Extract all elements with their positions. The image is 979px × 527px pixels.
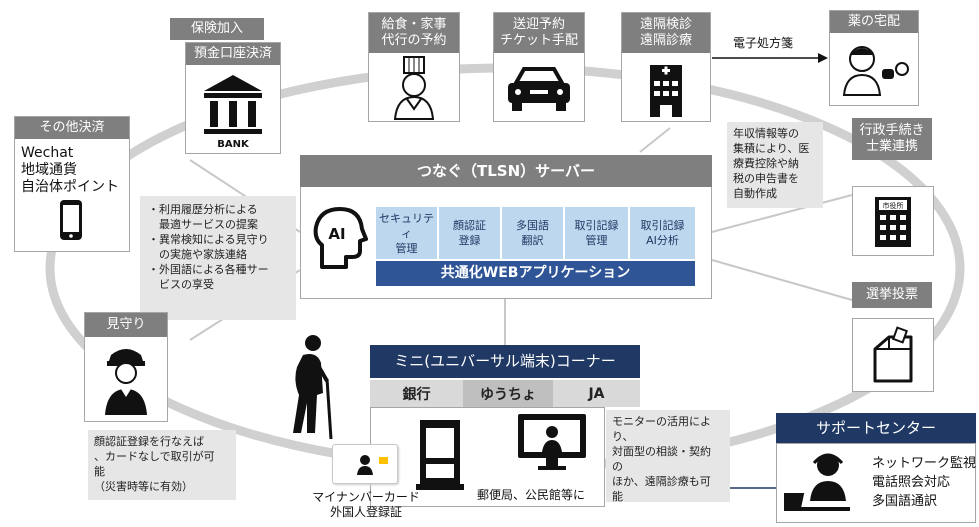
pickup-title: 送迎予約 チケット手配 — [494, 13, 584, 53]
card-label: マイナンバーカード 外国人登録証 — [312, 490, 420, 519]
tab-yucho: ゆうちょ — [463, 380, 553, 407]
features-line: 最適サービスの提案 — [148, 218, 258, 231]
election-title: 選挙投票 — [852, 282, 932, 308]
admin-title: 行政手続き 士業連携 — [852, 118, 932, 160]
city-hall-label: 市役所 — [883, 201, 904, 210]
meal-card: 給食・家事 代行の予約 — [368, 12, 460, 122]
support-item: ネットワーク監視 — [872, 456, 977, 471]
pickup-card: 送迎予約 チケット手配 — [493, 12, 585, 122]
insurance-tab: 保険加入 — [170, 18, 264, 40]
tab-ja: JA — [553, 380, 640, 407]
corner-location: 郵便局、公民館等に — [477, 488, 586, 502]
server-title: つなぐ（TLSN）サーバー — [300, 155, 712, 187]
hospital-icon — [650, 65, 682, 117]
bank-title: 預金口座決済 — [186, 43, 280, 65]
support-title: サポートセンター — [776, 413, 976, 443]
bank-card: 預金口座決済 BANK — [185, 42, 281, 154]
service-transaction-ai: 取引記録 AI分析 — [630, 207, 695, 259]
ballot-box-icon — [873, 326, 913, 383]
other-payment-title: その他決済 — [15, 117, 129, 139]
features-note: ・利用履歴分析による 最適サービスの提案 ・異常検知による見守り の実施や家族連… — [140, 196, 296, 320]
monitor-note: モニターの活用により、 対面型の相談・契約 の ほか、遠隔診療も可 能 — [606, 410, 730, 503]
bank-icon: BANK — [204, 75, 262, 150]
support-item: 電話照会対応 — [872, 475, 951, 490]
face-auth-note: 顔認証登録を行なえば 、カードなしで取引が可 能 （災害時等に有効） — [88, 430, 236, 500]
features-line: ・異常検知による見守り — [148, 233, 269, 246]
video-monitor-icon — [518, 414, 586, 470]
ai-head-icon: AI — [313, 207, 368, 269]
features-line: ビスの享受 — [148, 278, 214, 291]
guard-icon — [105, 349, 147, 415]
ai-label: AI — [328, 225, 345, 243]
features-line: ・外国語による各種サー — [148, 263, 269, 276]
service-security: セキュリティ 管理 — [376, 207, 437, 259]
features-line: の実施や家族連絡 — [148, 248, 247, 261]
platform-bar: 共通化WEBアプリケーション — [376, 261, 695, 286]
bank-label: BANK — [217, 139, 250, 150]
election-icon-box — [852, 318, 934, 392]
tax-note: 年収情報等の 集積により、医 療費控除や納 税の申告書を 自動作成 — [727, 122, 823, 208]
terminal-icon — [416, 420, 464, 490]
smartphone-icon — [60, 200, 82, 240]
delivery-title: 薬の宅配 — [830, 11, 918, 33]
service-face-auth: 顔認証 登録 — [439, 207, 500, 259]
other-payment-item: 自治体ポイント — [21, 179, 119, 195]
id-card-icon — [357, 455, 388, 475]
watch-card: 見守り — [84, 312, 168, 422]
features-line: ・利用履歴分析による — [148, 203, 258, 216]
chef-icon — [393, 56, 435, 120]
service-translation: 多国語 翻訳 — [502, 207, 563, 259]
car-icon — [508, 67, 570, 111]
other-payment-item: Wechat — [21, 145, 74, 161]
remote-title: 遠隔検診 遠隔診療 — [622, 13, 710, 53]
id-card — [332, 444, 398, 484]
other-payment-item: 地域通貨 — [21, 162, 77, 178]
city-hall-icon: 市役所 — [875, 197, 911, 247]
pharmacist-icon — [842, 46, 909, 96]
corner-title: ミニ(ユニバーサル端末)コーナー — [370, 345, 640, 378]
elderly-person-icon — [293, 335, 333, 440]
admin-icon-box: 市役所 — [852, 186, 934, 256]
other-payment-card: その他決済 Wechat 地域通貨 自治体ポイント — [14, 116, 130, 252]
service-transaction-mgmt: 取引記録 管理 — [565, 207, 628, 259]
tab-bank: 銀行 — [370, 380, 463, 407]
prescription-label: 電子処方箋 — [733, 36, 794, 50]
meal-title: 給食・家事 代行の予約 — [369, 13, 459, 53]
support-item: 多国語通訳 — [872, 494, 938, 509]
remote-card: 遠隔検診 遠隔診療 — [621, 12, 711, 122]
delivery-card: 薬の宅配 — [829, 10, 919, 106]
watch-title: 見守り — [85, 313, 167, 337]
operator-icon — [784, 453, 850, 511]
